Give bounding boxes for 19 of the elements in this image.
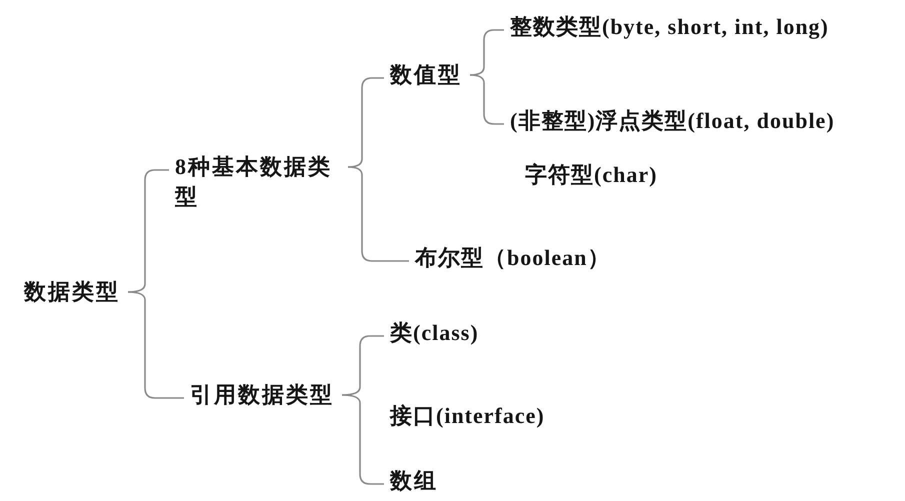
type-label: 接口(interface) (390, 401, 545, 431)
type-label: (非整型)浮点类型(float, double) (510, 106, 835, 136)
type-label: 类(class) (390, 318, 479, 348)
curly-brace-arm (342, 335, 384, 396)
type-label: 字符型(char) (525, 160, 658, 190)
curly-brace-arm (128, 291, 184, 399)
curly-brace-arm (348, 166, 409, 262)
curly-brace-arm (470, 29, 504, 76)
type-label: 引用数据类型 (190, 380, 334, 410)
type-label: 数值型 (390, 60, 462, 90)
curly-brace-arm (342, 394, 384, 485)
type-label: 数组 (390, 466, 438, 496)
type-label: 数据类型 (24, 277, 120, 307)
curly-brace-arm (470, 74, 504, 125)
type-label: 整数类型(byte, short, int, long) (510, 12, 829, 42)
curly-brace-arm (348, 77, 384, 168)
type-label: 布尔型（boolean） (415, 243, 610, 273)
curly-brace-arm (128, 169, 169, 293)
type-label: 8种基本数据类型 (175, 152, 340, 212)
